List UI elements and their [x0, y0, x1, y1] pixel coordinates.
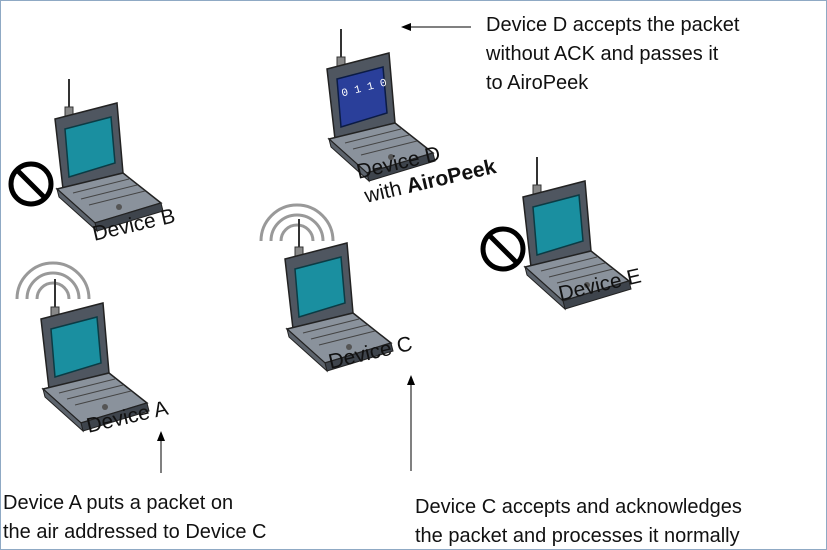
note-c-line-1: Device C accepts and acknowledges: [415, 496, 742, 518]
note-a-line-2: the air addressed to Device C: [3, 521, 267, 543]
note-device-d: Device D accepts the packet without ACK …: [486, 11, 739, 98]
note-d-line-2: without ACK and passes it: [486, 43, 719, 65]
arrow-up-device-c: [407, 375, 415, 471]
device-b-laptop-icon: [54, 78, 164, 232]
note-device-c: Device C accepts and acknowledges the pa…: [415, 493, 742, 549]
arrow-up-device-a: [157, 431, 165, 473]
device-b-blocked-icon: [11, 164, 51, 204]
device-a-signal-waves-icon: [15, 261, 91, 301]
device-c-signal-waves-icon: [259, 203, 335, 243]
note-a-line-1: Device A puts a packet on: [3, 492, 234, 514]
note-c-line-2: the packet and processes it normally: [415, 525, 740, 547]
device-e-blocked-icon: [483, 229, 523, 269]
note-d-line-3: to AiroPeek: [486, 72, 589, 94]
arrow-to-device-d: [401, 23, 471, 31]
note-d-line-1: Device D accepts the packet: [486, 14, 740, 36]
note-device-a: Device A puts a packet on the air addres…: [3, 489, 266, 547]
